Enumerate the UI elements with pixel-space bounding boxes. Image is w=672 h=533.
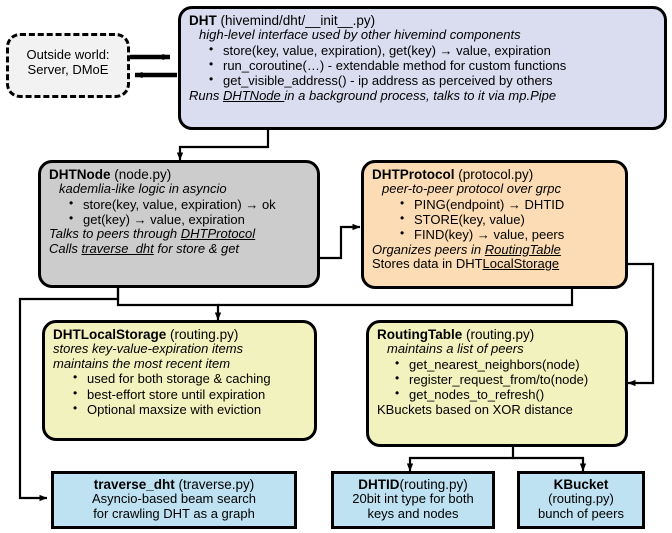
routingtable-bullets: get_nearest_neighbors(node) register_req… [377, 356, 617, 403]
edge-dhtnode-to-localstorage [116, 287, 222, 321]
localstorage-sub2: maintains the most recent item [53, 355, 231, 371]
routingtable-subtitle: maintains a list of peers [387, 341, 524, 357]
traverse-title-row: traverse_dht (traverse.py) [54, 477, 294, 492]
edge-dhtnode-to-traverse [18, 287, 120, 502]
routingtable-bullet-0: get_nearest_neighbors(node) [395, 356, 617, 372]
dht-file: (hivemind/dht/__init__.py) [220, 13, 376, 28]
localstorage-title-row: DHTLocalStorage (routing.py) [53, 327, 306, 342]
routingtable-file: (routing.py) [466, 327, 535, 342]
localstorage-sub1: stores key-value-expiration items [53, 341, 244, 357]
dht-title: DHT [189, 13, 217, 28]
dhtnode-title-row: DHTNode (node.py) [49, 167, 309, 182]
dhtprotocol-subtitle: peer-to-peer protocol over grpc [382, 181, 561, 197]
dhtprotocol-title: DHTProtocol [372, 167, 455, 182]
traverse-file: (traverse.py) [178, 477, 255, 492]
dhtid-line2: 20bit int type for both [352, 491, 474, 507]
dhtnode-bullets: store(key, value, expiration) → ok get(k… [49, 196, 309, 228]
node-dht[interactable]: DHT (hivemind/dht/__init__.py) high-leve… [178, 6, 667, 130]
dht-footer-pre: Runs [189, 87, 223, 103]
dhtnode-footer2-post: for store & get [153, 240, 240, 256]
node-routingtable[interactable]: RoutingTable (routing.py) maintains a li… [366, 320, 628, 447]
dht-subtitle: high-level interface used by other hivem… [199, 27, 521, 43]
dhtprotocol-link-routingtable[interactable]: RoutingTable [484, 241, 561, 257]
node-dhtprotocol[interactable]: DHTProtocol (protocol.py) peer-to-peer p… [361, 160, 628, 289]
dhtnode-footer2: Calls traverse_dht for store & get [49, 240, 309, 257]
dhtnode-footer1: Talks to peers through DHTProtocol [49, 227, 309, 242]
dhtnode-footer1-pre: Talks to peers through [49, 226, 181, 242]
dht-footer: Runs DHTNode in a background process, ta… [189, 87, 656, 104]
routingtable-title-row: RoutingTable (routing.py) [377, 327, 617, 342]
dhtprotocol-bullet-2: FIND(key) → value, peers [400, 226, 617, 242]
edge-routingtable-to-dhtid [406, 447, 515, 472]
localstorage-file: (routing.py) [170, 327, 239, 342]
dhtnode-file: (node.py) [114, 167, 172, 182]
dht-title-row: DHT (hivemind/dht/__init__.py) [189, 13, 656, 28]
node-dhtlocalstorage[interactable]: DHTLocalStorage (routing.py) stores key-… [42, 320, 317, 441]
dhtnode-title: DHTNode [49, 167, 111, 182]
dht-bullet-2: get_visible_address() - ip address as pe… [209, 72, 656, 88]
outside-world-line1: Outside world: [26, 47, 110, 62]
edge-routingtable-to-kbucket [513, 456, 587, 472]
localstorage-bullet-0: used for both storage & caching [73, 370, 306, 386]
edge-dhtnode-to-dhtprotocol [316, 223, 361, 260]
kbucket-line3: bunch of peers [537, 505, 624, 521]
localstorage-bullet-1: best-effort store until expiration [73, 386, 306, 402]
dhtid-line3: keys and nodes [367, 505, 459, 521]
routingtable-footer: KBuckets based on XOR distance [377, 401, 573, 417]
edge-dht-to-dhtnode [176, 128, 270, 161]
dhtnode-footer2-pre: Calls [49, 240, 82, 256]
dht-footer-link-dhtnode[interactable]: DHTNode [222, 87, 285, 103]
dht-bullet-1: run_coroutine(…) - extendable method for… [209, 57, 656, 73]
node-dhtid[interactable]: DHTID(routing.py) 20bit int type for bot… [331, 471, 495, 529]
dhtid-file: (routing.py) [399, 477, 468, 492]
dhtid-title: DHTID [358, 477, 400, 492]
traverse-line3: for crawling DHT as a graph [93, 505, 255, 521]
node-dhtnode[interactable]: DHTNode (node.py) kademlia-like logic in… [38, 160, 320, 288]
dhtprotocol-footer2-pre: Stores data in DHT [372, 256, 483, 272]
localstorage-bullets: used for both storage & caching best-eff… [53, 370, 306, 417]
dhtnode-subtitle: kademlia-like logic in asyncio [59, 181, 227, 197]
node-outside-world[interactable]: Outside world: Server, DMoE [6, 33, 130, 98]
localstorage-title: DHTLocalStorage [53, 327, 167, 342]
kbucket-title: KBucket [553, 477, 609, 492]
dhtprotocol-footer1-pre: Organizes peers in [372, 241, 485, 257]
dhtprotocol-bullets: PING(endpoint) → DHTID STORE(key, value)… [372, 196, 617, 243]
dhtprotocol-bullet-1: STORE(key, value) [400, 211, 617, 227]
dht-bullets: store(key, value, expiration), get(key) … [189, 42, 656, 89]
traverse-line2: Asyncio-based beam search [91, 491, 257, 507]
dhtid-title-row: DHTID(routing.py) [334, 477, 492, 492]
dhtprotocol-title-row: DHTProtocol (protocol.py) [372, 167, 617, 182]
dhtnode-link-traverse-dht[interactable]: traverse_dht [81, 240, 154, 256]
dht-footer-post: in a background process, talks to it via… [284, 87, 557, 103]
dhtnode-link-dhtprotocol[interactable]: DHTProtocol [180, 226, 256, 242]
routingtable-bullet-2: get_nodes_to_refresh() [395, 386, 617, 402]
node-traverse-dht[interactable]: traverse_dht (traverse.py) Asyncio-based… [51, 471, 297, 529]
localstorage-bullet-2: Optional maxsize with eviction [73, 401, 306, 417]
dhtprotocol-link-localstorage[interactable]: LocalStorage [482, 256, 560, 272]
dht-bullet-0: store(key, value, expiration), get(key) … [209, 42, 656, 58]
dhtprotocol-footer1: Organizes peers in RoutingTable [372, 241, 617, 258]
dhtprotocol-bullet-0: PING(endpoint) → DHTID [400, 196, 617, 212]
outside-world-line2: Server, DMoE [27, 61, 109, 77]
routingtable-title: RoutingTable [377, 327, 463, 342]
edge-dhtprotocol-to-localstorage [218, 288, 574, 307]
kbucket-file: (routing.py) [548, 491, 614, 507]
dhtprotocol-footer2: Stores data in DHTLocalStorage [372, 256, 617, 272]
dhtprotocol-file: (protocol.py) [458, 167, 534, 182]
node-kbucket[interactable]: KBucket (routing.py) bunch of peers [517, 471, 645, 529]
traverse-title: traverse_dht [93, 477, 175, 492]
routingtable-bullet-1: register_request_from/to(node) [395, 371, 617, 387]
dhtnode-bullet-0: store(key, value, expiration) → ok [69, 196, 309, 212]
dhtnode-bullet-1: get(key) → value, expiration [69, 211, 309, 227]
